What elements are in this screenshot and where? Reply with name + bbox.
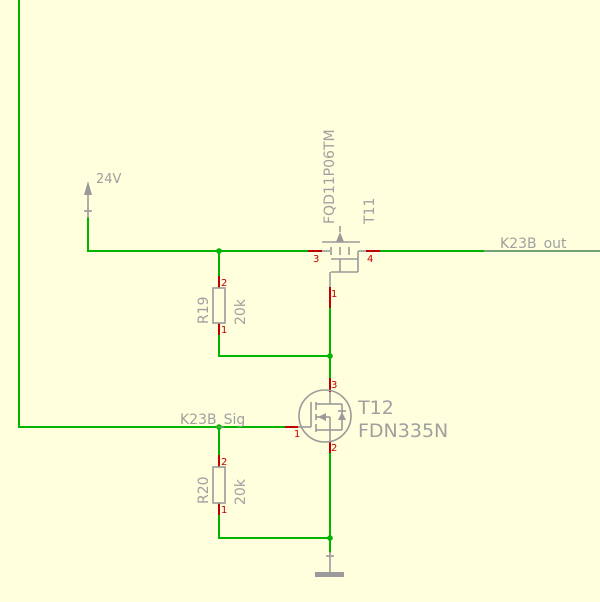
t12-pin-source-number: 2 (331, 443, 337, 454)
r19-pin-top-number: 2 (221, 278, 227, 289)
wires (18, 0, 600, 553)
t11-body-icon (322, 226, 366, 287)
resistor-r20[interactable]: 2 1 R20 20k (196, 455, 249, 516)
t12-value: FDN335N (358, 420, 448, 442)
supply-24v[interactable]: 24V (84, 172, 122, 218)
r19-pin-bottom-number: 1 (221, 325, 227, 336)
t12-pin-gate-number: 1 (294, 429, 300, 440)
junction-dot (216, 424, 222, 430)
junction-dot (327, 535, 333, 541)
net-label-k23b-sig[interactable]: K23B_Sig (180, 412, 245, 428)
t12-pin-drain-number: 3 (331, 380, 337, 391)
junction-dot (327, 353, 333, 359)
r20-pin-top-number: 2 (221, 457, 227, 468)
r20-value: 20k (233, 478, 249, 505)
t12-name: T12 (357, 397, 394, 419)
supply-arrow-icon (84, 181, 92, 195)
resistor-r19[interactable]: 2 1 R19 20k (196, 276, 249, 336)
junctions (216, 248, 333, 541)
t11-name: T11 (362, 198, 378, 225)
ground-bar-icon (315, 572, 344, 577)
r19-body-icon (212, 287, 226, 324)
r20-body-icon (212, 466, 226, 504)
ground-symbol[interactable] (315, 552, 344, 577)
r20-name: R20 (196, 476, 212, 504)
supply-label: 24V (96, 172, 122, 187)
r20-pin-bottom-number: 1 (221, 505, 227, 516)
r19-value: 20k (233, 298, 249, 325)
t11-pin-drain-number: 1 (331, 289, 337, 300)
t11-pin-source-number: 4 (367, 254, 373, 265)
t12-body-icon (298, 389, 352, 443)
t11-pin-gate-number: 3 (313, 254, 319, 265)
net-label-k23b-out[interactable]: K23B_out (500, 236, 567, 252)
transistor-t12[interactable]: 1 3 2 T12 FDN335N (285, 378, 448, 454)
r19-name: R19 (196, 296, 212, 324)
junction-dot (216, 248, 222, 254)
t11-value: FQD11P06TM (322, 129, 338, 224)
transistor-t11[interactable]: 3 4 1 FQD11P06TM T11 (308, 129, 380, 308)
